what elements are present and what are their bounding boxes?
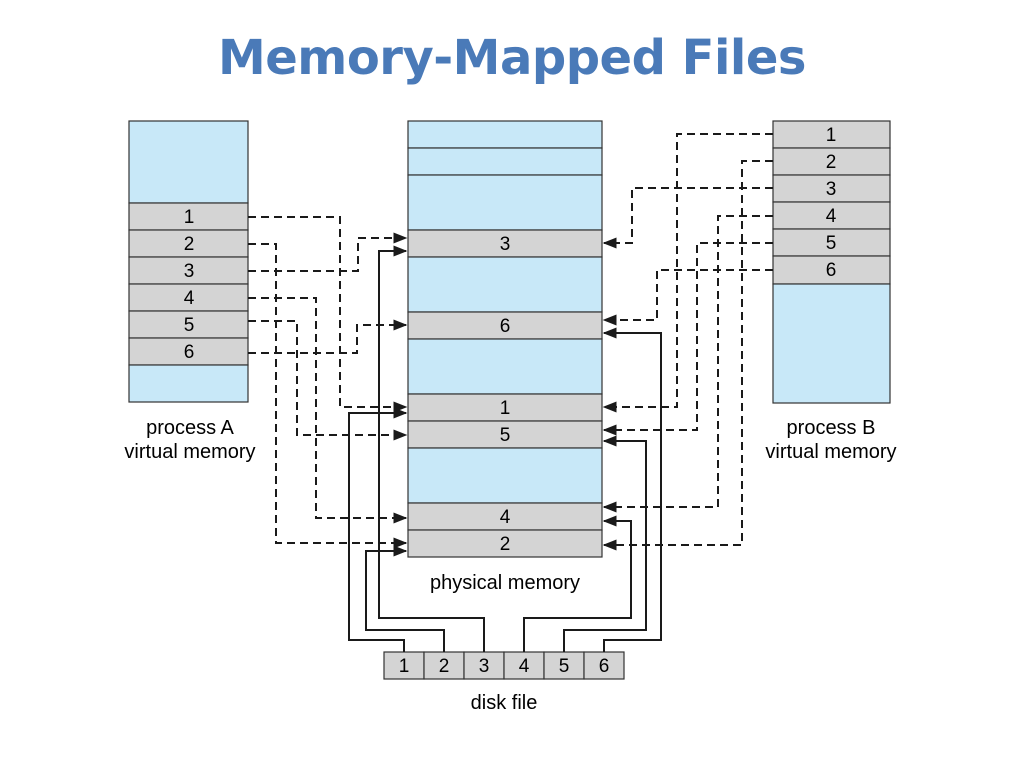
physical-page-label: 6 (500, 316, 511, 337)
arrow-disk6-to-phys6 (602, 327, 662, 652)
process-b-page-label: 6 (826, 260, 837, 281)
arrow-disk2-to-phys2 (365, 545, 445, 652)
physical-page-2 (407, 529, 603, 558)
disk-block-label: 1 (399, 656, 410, 677)
process-b-page-label: 4 (826, 206, 837, 227)
disk-block-4 (503, 651, 545, 680)
arrow-b4-to-phys4 (602, 215, 773, 513)
physical-free-block (407, 174, 603, 231)
disk-block-1 (383, 651, 425, 680)
arrow-a6-to-phys6 (248, 319, 408, 354)
physical-free-block (407, 338, 603, 395)
disk-file-label: disk file (471, 692, 538, 714)
arrow-b1-to-phys1 (602, 133, 773, 413)
process-a-page-label: 1 (184, 207, 195, 228)
arrow-a1-to-phys1 (248, 216, 408, 413)
arrow-b3-to-phys3 (602, 187, 773, 249)
physical-memory: 3 6 1 5 4 2 physical memory (407, 120, 603, 594)
arrow-a2-to-phys2 (248, 243, 408, 549)
process-b-page-3 (772, 174, 891, 203)
disk-block-label: 6 (599, 656, 610, 677)
physical-free-block (407, 256, 603, 313)
process-b-page-label: 5 (826, 233, 837, 254)
process-a-memory: 1 2 3 4 5 6 process A virtual memory (124, 120, 256, 463)
process-b-page-5 (772, 228, 891, 257)
disk-mapping-arrows (348, 245, 662, 652)
process-a-page-label: 6 (184, 342, 195, 363)
arrow-b2-to-phys2 (602, 160, 773, 551)
arrow-disk1-to-phys1 (348, 407, 408, 652)
process-a-page-label: 5 (184, 315, 195, 336)
process-b-memory: 1 2 3 4 5 6 process B virtual memory (765, 120, 897, 463)
arrow-disk4-to-phys4 (523, 515, 632, 652)
arrow-b5-to-phys5 (602, 242, 773, 436)
process-a-page-label: 2 (184, 234, 195, 255)
physical-page-label: 1 (500, 398, 511, 419)
physical-page-3 (407, 229, 603, 258)
physical-page-1 (407, 393, 603, 422)
process-a-page-3 (128, 256, 249, 285)
page-title: Memory-Mapped Files (217, 30, 807, 86)
process-b-page-label: 1 (826, 125, 837, 146)
physical-page-label: 2 (500, 534, 511, 555)
process-a-mapping-arrows (248, 216, 408, 549)
arrow-disk3-to-phys3 (378, 245, 485, 652)
process-a-free-bottom (128, 364, 249, 403)
physical-free-block (407, 447, 603, 504)
process-b-page-label: 3 (826, 179, 837, 200)
process-a-page-label: 4 (184, 288, 195, 309)
disk-block-label: 4 (519, 656, 530, 677)
process-a-page-2 (128, 229, 249, 258)
disk-file: 1 2 3 4 5 6 disk file (383, 651, 625, 714)
arrow-a4-to-phys4 (248, 297, 408, 524)
disk-block-label: 5 (559, 656, 570, 677)
process-b-label-line1: process B (787, 417, 876, 439)
physical-page-5 (407, 420, 603, 449)
process-b-page-label: 2 (826, 152, 837, 173)
process-b-page-6 (772, 255, 891, 285)
arrow-a5-to-phys5 (248, 320, 408, 441)
process-b-page-2 (772, 147, 891, 176)
process-a-page-label: 3 (184, 261, 195, 282)
process-a-label-line2: virtual memory (124, 441, 255, 463)
physical-page-label: 5 (500, 425, 511, 446)
process-b-mapping-arrows (602, 133, 773, 551)
process-b-free-bottom (772, 283, 891, 404)
physical-page-6 (407, 311, 603, 340)
arrow-a3-to-phys3 (248, 232, 408, 272)
physical-free-block (407, 147, 603, 176)
physical-page-label: 3 (500, 234, 511, 255)
physical-free-block (407, 120, 603, 149)
process-a-page-1 (128, 202, 249, 231)
arrow-disk5-to-phys5 (563, 435, 647, 652)
disk-block-label: 2 (439, 656, 450, 677)
process-a-label-line1: process A (146, 417, 234, 439)
physical-memory-label: physical memory (430, 572, 580, 594)
process-b-label-line2: virtual memory (765, 441, 896, 463)
disk-block-label: 3 (479, 656, 490, 677)
arrow-b6-to-phys6 (602, 269, 773, 326)
physical-page-label: 4 (500, 507, 511, 528)
process-a-free-top (128, 120, 249, 204)
